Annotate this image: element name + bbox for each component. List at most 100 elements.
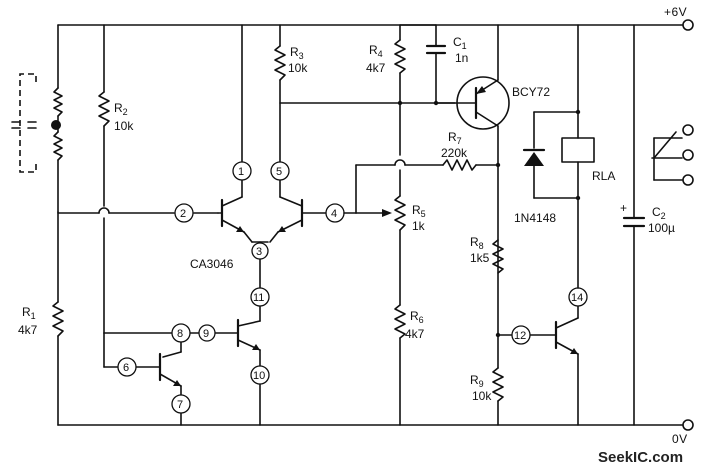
- pin-14-label: 14: [571, 292, 583, 304]
- ic-pins: 1 5 2 4 3 11 8 9 6 10 7: [117, 161, 345, 414]
- pin-9: [198, 324, 216, 342]
- pin-7-label: 7: [177, 399, 183, 411]
- watermark: SeekIC.com: [598, 449, 683, 466]
- probe-junction-dot: [51, 120, 61, 130]
- ground-rail: 0V: [57, 419, 694, 446]
- pin-4-label: 4: [331, 208, 337, 220]
- relay-coil-icon: [561, 137, 595, 163]
- r7-value: 220k: [441, 146, 468, 160]
- resistor-r9: R9 10k: [470, 334, 504, 426]
- c2-ref: C2: [652, 205, 666, 221]
- r2-ref: R2: [114, 101, 128, 117]
- pin-8: [171, 323, 191, 343]
- ground-rail-label: 0V: [672, 432, 688, 446]
- resistor-icon: [492, 367, 504, 402]
- pin-8-label: 8: [177, 328, 183, 340]
- positive-terminal-icon: [682, 19, 694, 31]
- ic-transistor-current-source: [214, 318, 261, 426]
- resistor-icon: [98, 91, 110, 127]
- resistor-r3-labels: R3 10k: [288, 45, 308, 75]
- input-wire-pin2: [57, 207, 219, 214]
- c1-value: 1n: [455, 51, 468, 65]
- r6-value: 4k7: [405, 327, 425, 341]
- bcy72-label: BCY72: [512, 85, 550, 99]
- positive-rail-label: +6V: [664, 5, 687, 19]
- wiper-arrow-icon: [382, 209, 392, 217]
- r1-value: 4k7: [18, 323, 38, 337]
- junction-dot: [495, 162, 501, 168]
- c2-polarity: +: [620, 201, 627, 215]
- probe-housing-icon: [19, 73, 37, 173]
- resistor-r7: R7 220k: [355, 130, 499, 171]
- pin-1-label: 1: [238, 166, 244, 178]
- diode-1n4148: 1N4148: [514, 111, 579, 225]
- resistor-icon: [274, 45, 286, 81]
- pin-2: [174, 203, 194, 223]
- r5-value: 1k: [412, 219, 426, 233]
- resistor-icon: [394, 39, 406, 74]
- r8-value: 1k5: [470, 251, 490, 265]
- junction-dot: [575, 195, 581, 201]
- terminal-icon: [682, 149, 694, 161]
- thermistor-lower-icon: [53, 131, 63, 161]
- r2-value: 10k: [114, 119, 134, 133]
- resistor-r1: R1 4k7: [18, 211, 64, 426]
- ground-terminal-icon: [682, 419, 694, 431]
- ic-transistor-right: [269, 24, 327, 243]
- resistor-icon: [394, 304, 406, 339]
- c1-ref: C1: [453, 35, 467, 51]
- positive-rail: +6V: [57, 5, 694, 31]
- capacitor-c1: C1 1n: [399, 24, 468, 104]
- r8-ref: R8: [470, 235, 484, 251]
- thermistor-probe: [11, 24, 63, 213]
- r3-ref: R3: [290, 45, 304, 61]
- relay-label: RLA: [592, 169, 615, 183]
- diode-label: 1N4148: [514, 211, 556, 225]
- pin-12-label: 12: [514, 330, 526, 342]
- resistor-r6: R6 4k7: [394, 304, 425, 426]
- transistor-bcy72: BCY72: [435, 24, 550, 336]
- terminal-icon: [682, 174, 694, 186]
- r4-ref: R4: [369, 43, 383, 59]
- pin-12: [511, 325, 531, 345]
- resistor-icon: [442, 159, 477, 171]
- c2-value: 100µ: [648, 221, 675, 235]
- ic-transistor-mirror: [135, 332, 201, 426]
- r9-ref: R9: [470, 373, 484, 389]
- pin-5-label: 5: [276, 166, 282, 178]
- relay-contacts: [651, 124, 694, 186]
- pin-11-label: 11: [253, 292, 264, 304]
- junction-dot: [575, 109, 581, 115]
- relay-coil: RLA: [561, 24, 615, 289]
- pin-6-label: 6: [123, 362, 129, 374]
- terminal-icon: [682, 124, 694, 136]
- resistor-icon: [394, 195, 406, 231]
- output-transistor: [529, 305, 579, 426]
- resistor-icon: [52, 301, 64, 337]
- ic-transistor-left: [217, 24, 253, 243]
- capacitor-c2: + C2 100µ: [620, 24, 675, 426]
- resistor-icon: [492, 239, 504, 274]
- r9-value: 10k: [472, 389, 492, 403]
- switch-contact-icon: [653, 131, 677, 159]
- resistor-r4: R4 4k7: [366, 24, 406, 156]
- r3-value: 10k: [288, 61, 308, 75]
- pin-7: [171, 394, 191, 414]
- pin-11: [250, 287, 270, 307]
- r6-ref: R6: [410, 309, 424, 325]
- pin-3-label: 3: [256, 246, 262, 258]
- ic-part-label: CA3046: [190, 257, 234, 271]
- junction-dot: [397, 100, 403, 106]
- potentiometer-r5: R5 1k: [343, 164, 426, 306]
- pin-10-label: 10: [253, 370, 265, 382]
- r7-ref: R7: [448, 130, 462, 146]
- pin-1: [232, 161, 252, 181]
- resistor-r2: R2 10k: [98, 24, 134, 207]
- r2-to-pin8-wire: [103, 217, 173, 368]
- output-pins: 12 14: [511, 287, 588, 345]
- pin-6: [117, 357, 137, 377]
- pin-3: [251, 242, 269, 260]
- pin-5: [270, 161, 290, 181]
- r5-ref: R5: [412, 203, 426, 219]
